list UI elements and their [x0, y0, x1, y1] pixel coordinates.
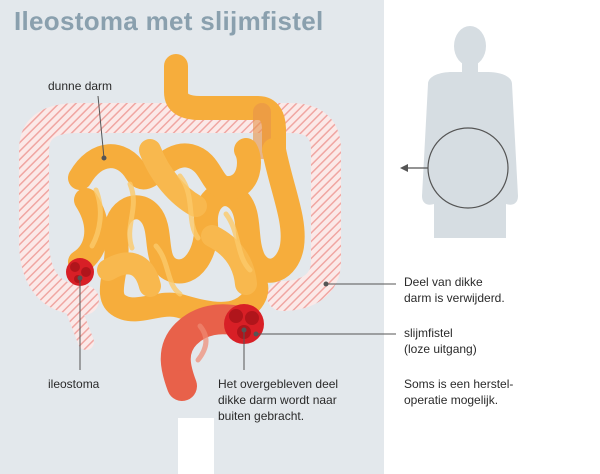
label-small-intestine: dunne darm: [48, 79, 113, 93]
arrow-left-icon: [400, 164, 428, 172]
label-remaining-colon: Het overgebleven deel dikke darm wordt n…: [218, 377, 339, 423]
label-repair: Soms is een herstel- operatie mogelijk.: [404, 377, 514, 407]
diagram-title: Ileostoma met slijmfistel: [14, 6, 324, 36]
panel-notch: [178, 418, 214, 474]
label-removed-colon: Deel van dikke darm is verwijderd.: [404, 275, 505, 305]
label-mucous-fistula: slijmfistel (loze uitgang): [404, 326, 477, 356]
label-ileostomy: ileostoma: [48, 377, 100, 391]
body-silhouette-icon: [422, 26, 518, 238]
removed-colon: [19, 103, 341, 350]
remaining-colon: [160, 304, 257, 401]
leader-lines: [77, 95, 396, 370]
